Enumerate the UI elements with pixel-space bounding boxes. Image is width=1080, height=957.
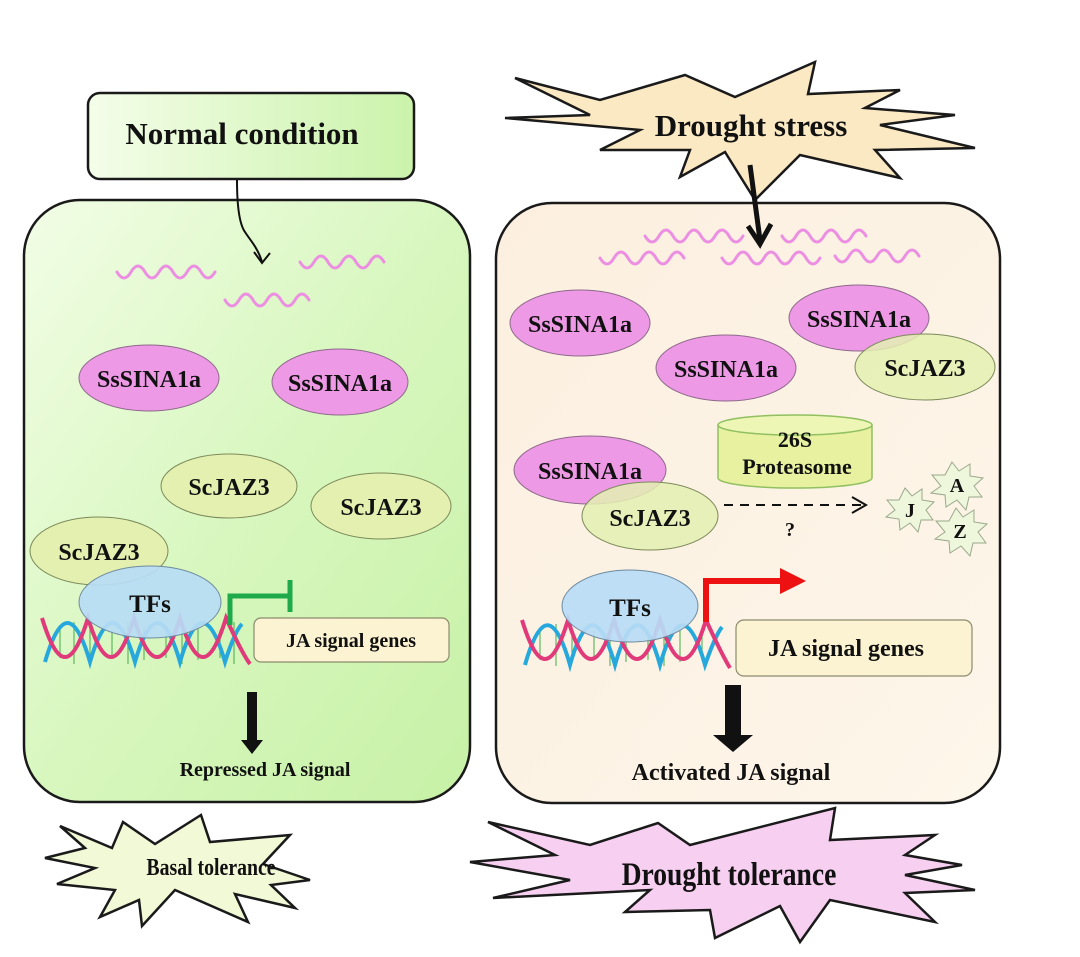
mrna-squiggle (720, 250, 822, 266)
svg-text:SsSINA1a: SsSINA1a (807, 307, 911, 333)
mrna-squiggle (643, 228, 745, 244)
sina1a-protein: SsSINA1a (271, 348, 409, 416)
svg-text:26S: 26S (778, 427, 812, 452)
svg-text:J: J (905, 500, 915, 522)
svg-text:JA signal genes: JA signal genes (768, 636, 924, 662)
sina1a-protein: SsSINA1a (788, 284, 930, 352)
fragment-j: J (884, 487, 936, 534)
tfs-protein: TFs (561, 569, 699, 643)
sina1a-protein: SsSINA1a (509, 289, 651, 357)
activated-ja-signal-label: Activated JA signal (632, 760, 831, 786)
svg-text:ScJAZ3: ScJAZ3 (58, 540, 139, 566)
svg-text:ScJAZ3: ScJAZ3 (340, 495, 421, 521)
down-arrow-icon (241, 692, 263, 754)
svg-text:ScJAZ3: ScJAZ3 (188, 475, 269, 501)
svg-text:ScJAZ3: ScJAZ3 (884, 356, 965, 382)
drought-stress-burst: Drought stress (504, 59, 976, 202)
jaz3-protein: ScJAZ3 (854, 333, 996, 401)
svg-text:SsSINA1a: SsSINA1a (528, 312, 632, 338)
degradation-question: ? (785, 519, 795, 541)
tfs-protein: TFs (78, 565, 222, 639)
right-panel: Drought stress SsSINA1a SsSINA1a SsSINA1… (469, 59, 1002, 945)
drought-tolerance-burst: Drought tolerance (469, 806, 976, 945)
jaz3-protein: ScJAZ3 (310, 472, 452, 540)
ja-signal-genes-box: JA signal genes (253, 617, 450, 663)
svg-text:Basal tolerance: Basal tolerance (146, 853, 275, 881)
svg-text:SsSINA1a: SsSINA1a (97, 367, 201, 393)
drought-signal-arrow (745, 164, 774, 249)
jaz3-protein: ScJAZ3 (160, 453, 298, 519)
mrna-squiggle (298, 254, 386, 270)
normal-signal-arrow (236, 179, 263, 263)
svg-text:SsSINA1a: SsSINA1a (674, 357, 778, 383)
mrna-squiggle (598, 250, 686, 266)
normal-condition-label: Normal condition (125, 116, 358, 151)
mrna-squiggle (833, 248, 921, 264)
svg-text:TFs: TFs (609, 595, 651, 622)
svg-text:JA signal genes: JA signal genes (286, 630, 416, 652)
normal-condition-box (86, 91, 416, 181)
fragment-a: A (929, 461, 985, 512)
sina1a-protein: SsSINA1a (655, 334, 797, 402)
drought-stress-label: Drought stress (655, 108, 848, 143)
svg-text:Drought tolerance: Drought tolerance (622, 856, 837, 893)
mrna-squiggle (780, 228, 868, 244)
arrowhead-icon (253, 251, 271, 265)
svg-text:SsSINA1a: SsSINA1a (288, 371, 392, 397)
basal-tolerance-burst: Basal tolerance (44, 813, 311, 929)
activation-arrow-icon (703, 568, 806, 622)
fragment-z: Z (933, 507, 989, 558)
left-panel: Normal condition SsSINA1a SsSINA1a ScJAZ… (22, 91, 472, 929)
mrna-group (598, 228, 921, 266)
degradation-arrow (724, 496, 869, 514)
svg-text:Z: Z (953, 521, 966, 543)
svg-text:Proteasome: Proteasome (742, 454, 852, 479)
proteasome-26s: 26S Proteasome (717, 414, 873, 489)
ja-signal-genes-box: JA signal genes (735, 619, 973, 677)
mrna-squiggle (115, 264, 217, 280)
mrna-squiggle (223, 292, 311, 308)
repression-icon (227, 580, 293, 625)
sina1a-protein: SsSINA1a (78, 344, 220, 412)
mrna-group (115, 254, 386, 308)
down-arrow-icon (713, 685, 753, 752)
svg-text:TFs: TFs (129, 591, 171, 618)
svg-text:A: A (950, 475, 965, 497)
svg-text:ScJAZ3: ScJAZ3 (609, 506, 690, 532)
svg-text:SsSINA1a: SsSINA1a (538, 459, 642, 485)
repressed-ja-signal-label: Repressed JA signal (180, 759, 351, 781)
jaz3-protein: ScJAZ3 (581, 481, 719, 551)
